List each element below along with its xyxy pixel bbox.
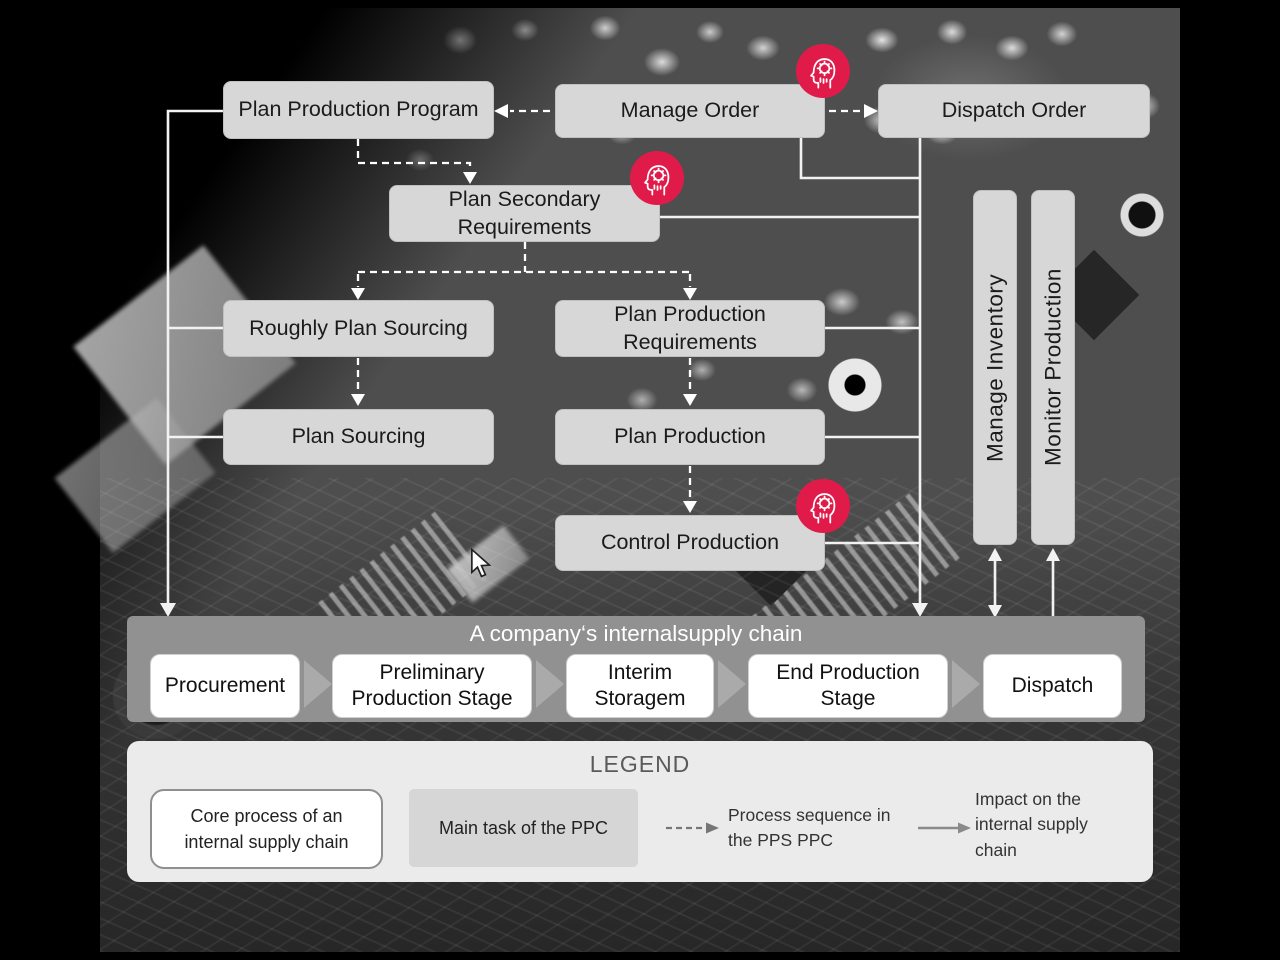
legend-title: LEGEND <box>589 751 691 777</box>
stage-arrow-icon <box>304 660 332 708</box>
task-monitor-production[interactable]: Monitor Production <box>1031 190 1075 545</box>
legend-panel: LEGEND Core process of an internal suppl… <box>127 741 1153 882</box>
task-plan-secondary-requirements[interactable]: Plan Secondary Requirements <box>389 185 660 242</box>
stage-preliminary-production[interactable]: Preliminary Production Stage <box>332 654 532 718</box>
ai-head-icon <box>630 151 684 205</box>
photo-via-ring <box>827 357 883 413</box>
task-plan-production[interactable]: Plan Production <box>555 409 825 465</box>
task-plan-production-requirements[interactable]: Plan Production Requirements <box>555 300 825 357</box>
ai-head-icon <box>796 479 850 533</box>
sequence-arrow-icon <box>666 822 719 834</box>
stage-procurement[interactable]: Procurement <box>150 654 300 718</box>
impact-arrow-icon <box>918 822 971 834</box>
legend-sequence-label: Process sequence in the PPS PPC <box>728 805 891 851</box>
task-manage-inventory[interactable]: Manage Inventory <box>973 190 1017 545</box>
mouse-cursor <box>471 548 492 578</box>
task-plan-sourcing[interactable]: Plan Sourcing <box>223 409 494 465</box>
stage-arrow-icon <box>536 660 564 708</box>
task-manage-order[interactable]: Manage Order <box>555 84 825 138</box>
stage-arrow-icon <box>718 660 746 708</box>
ai-head-icon <box>796 44 850 98</box>
supply-chain-title: A company‘s internalsupply chain <box>469 621 803 646</box>
stage-end-production[interactable]: End Production Stage <box>748 654 948 718</box>
photo-via-ring <box>1120 193 1164 237</box>
task-control-production[interactable]: Control Production <box>555 515 825 571</box>
task-dispatch-order[interactable]: Dispatch Order <box>878 84 1150 138</box>
stage-dispatch[interactable]: Dispatch <box>983 654 1122 718</box>
legend-impact-label: Impact on the internal supply chain <box>975 789 1088 860</box>
task-plan-production-program[interactable]: Plan Production Program <box>223 81 494 139</box>
legend-main-task-sample: Main task of the PPC <box>409 789 638 867</box>
stage-interim-storage[interactable]: Interim Storagem <box>566 654 714 718</box>
stage-arrow-icon <box>952 660 980 708</box>
legend-core-process-sample: Core process of an internal supply chain <box>150 789 383 869</box>
supply-chain-bar: A company‘s internalsupply chain Procure… <box>127 616 1145 722</box>
task-roughly-plan-sourcing[interactable]: Roughly Plan Sourcing <box>223 300 494 357</box>
